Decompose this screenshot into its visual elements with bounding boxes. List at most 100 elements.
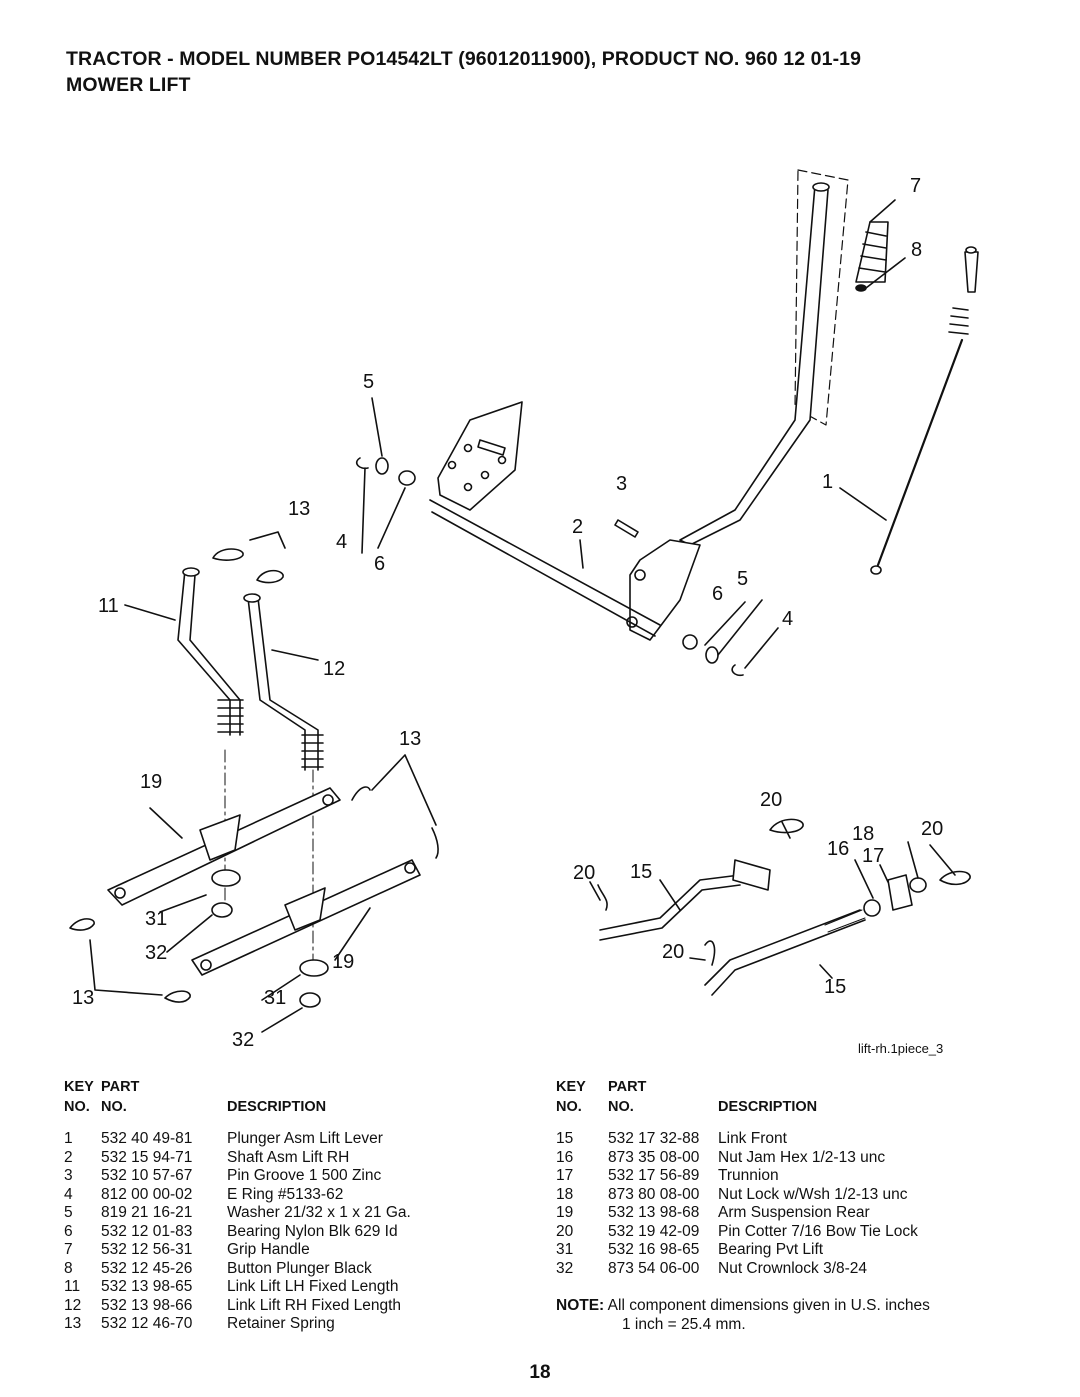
- part-description: Pin Cotter 7/16 Bow Tie Lock: [718, 1222, 918, 1240]
- part-number: 532 12 01-83: [101, 1222, 193, 1240]
- callout-number: 20: [573, 862, 595, 884]
- table-row: 6 532 12 01-83 Bearing Nylon Blk 629 Id: [64, 1223, 464, 1242]
- callout-number: 13: [288, 498, 310, 520]
- dimension-note: NOTE: All component dimensions given in …: [556, 1297, 930, 1334]
- callout-number: 19: [140, 771, 162, 793]
- part-description: Link Lift LH Fixed Length: [227, 1278, 399, 1295]
- callout-number: 12: [323, 658, 345, 680]
- part-key: 32: [556, 1259, 574, 1277]
- part-number: 532 12 45-26: [101, 1259, 193, 1277]
- table-row: 1 532 40 49-81 Plunger Asm Lift Lever: [64, 1130, 464, 1149]
- header-part: PART: [608, 1079, 647, 1095]
- callout-number: 8: [911, 239, 922, 261]
- note-text: All component dimensions given in U.S. i…: [607, 1297, 930, 1314]
- part-number: 532 40 49-81: [101, 1130, 193, 1147]
- callout-number: 4: [336, 531, 347, 553]
- header-key: KEY: [64, 1079, 94, 1095]
- callout-number: 5: [737, 568, 748, 590]
- callout-number: 31: [145, 908, 167, 930]
- callout-number: 32: [232, 1029, 254, 1051]
- part-key: 16: [556, 1148, 574, 1166]
- callout-number: 16: [827, 838, 849, 860]
- part-number: 532 13 98-66: [101, 1296, 193, 1314]
- part-description: Pin Groove 1 500 Zinc: [227, 1167, 382, 1184]
- part-description: Bearing Nylon Blk 629 Id: [227, 1222, 398, 1240]
- part-number: 532 13 98-68: [608, 1204, 700, 1221]
- callout-number: 6: [374, 553, 385, 575]
- callout-number: 13: [399, 728, 421, 750]
- callout-number: 3: [616, 473, 627, 495]
- callout-number: 19: [332, 951, 354, 973]
- part-number: 532 16 98-65: [608, 1241, 700, 1258]
- part-key: 1: [64, 1130, 73, 1147]
- table-row: 8 532 12 45-26 Button Plunger Black: [64, 1260, 464, 1279]
- part-key: 4: [64, 1185, 73, 1203]
- part-description: Arm Suspension Rear: [718, 1204, 870, 1221]
- part-number: 532 12 56-31: [101, 1241, 193, 1258]
- header-part: PART: [101, 1079, 140, 1095]
- callout-number: 7: [910, 175, 921, 197]
- part-description: Nut Jam Hex 1/2-13 unc: [718, 1148, 886, 1166]
- part-description: E Ring #5133-62: [227, 1185, 344, 1203]
- drawing-reference: lift-rh.1piece_3: [858, 1041, 943, 1056]
- part-key: 8: [64, 1259, 73, 1277]
- part-key: 6: [64, 1222, 73, 1240]
- section-title: MOWER LIFT: [66, 74, 191, 96]
- part-description: Retainer Spring: [227, 1315, 335, 1332]
- callout-number: 18: [852, 823, 874, 845]
- part-number: 873 54 06-00: [608, 1259, 700, 1277]
- part-key: 5: [64, 1204, 73, 1221]
- part-key: 15: [556, 1130, 574, 1147]
- part-description: Trunnion: [718, 1167, 779, 1184]
- callout-number: 20: [760, 789, 782, 811]
- table-header: KEY NO. PART NO. DESCRIPTION: [64, 1079, 464, 1115]
- callout-number: 17: [862, 845, 884, 867]
- part-description: Grip Handle: [227, 1241, 310, 1258]
- part-description: Nut Crownlock 3/8-24: [718, 1259, 868, 1277]
- header-key-no: NO.: [556, 1099, 582, 1115]
- part-description: Button Plunger Black: [227, 1259, 372, 1277]
- part-number: 532 10 57-67: [101, 1167, 193, 1184]
- callout-number: 6: [712, 583, 723, 605]
- part-description: Plunger Asm Lift Lever: [227, 1130, 383, 1147]
- part-number: 532 19 42-09: [608, 1222, 700, 1240]
- part-description: Nut Lock w/Wsh 1/2-13 unc: [718, 1185, 908, 1203]
- callout-number: 5: [363, 371, 374, 393]
- part-description: Link Lift RH Fixed Length: [227, 1296, 402, 1314]
- header-description: DESCRIPTION: [718, 1099, 818, 1115]
- table-row: 32 873 54 06-00 Nut Crownlock 3/8-24: [556, 1260, 1026, 1279]
- part-key: 2: [64, 1148, 73, 1166]
- part-key: 13: [64, 1315, 82, 1332]
- callout-number: 31: [264, 987, 286, 1009]
- part-key: 31: [556, 1241, 574, 1258]
- callout-number: 2: [572, 516, 583, 538]
- callout-number: 4: [782, 608, 793, 630]
- header-key-no: NO.: [64, 1099, 90, 1115]
- callout-number: 15: [824, 976, 846, 998]
- part-key: 18: [556, 1185, 574, 1203]
- callout-number: 32: [145, 942, 167, 964]
- part-description: Washer 21/32 x 1 x 21 Ga.: [227, 1204, 411, 1221]
- note-conversion: 1 inch = 25.4 mm.: [622, 1315, 746, 1333]
- callout-number: 13: [72, 987, 94, 1009]
- callout-number: 11: [98, 595, 119, 617]
- callout-number: 1: [822, 471, 833, 493]
- page-number: 18: [529, 1362, 551, 1383]
- part-key: 11: [64, 1278, 81, 1295]
- page-title: TRACTOR - MODEL NUMBER PO14542LT (960120…: [66, 48, 862, 70]
- callout-number: 20: [921, 818, 943, 840]
- part-number: 819 21 16-21: [101, 1204, 193, 1221]
- part-description: Shaft Asm Lift RH: [227, 1148, 350, 1166]
- part-key: 7: [64, 1241, 73, 1258]
- callout-number: 15: [630, 861, 652, 883]
- parts-table-left: KEY NO. PART NO. DESCRIPTION 1 532 40 49-…: [64, 1079, 464, 1334]
